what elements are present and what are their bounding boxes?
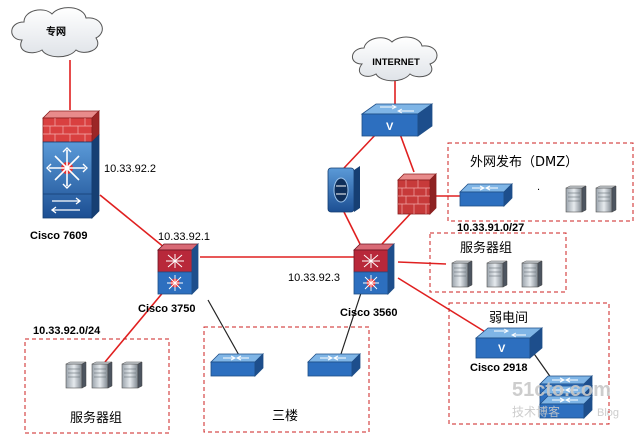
internet-cloud: INTERNET: [352, 36, 438, 82]
switch-3560[interactable]: Cisco 3560: [340, 243, 397, 319]
watermark-sub: 技术博客: [512, 404, 560, 419]
router-symbol-icon: [46, 147, 88, 189]
watermark-site: 51cto.com: [512, 379, 611, 401]
connection-links: [69, 60, 555, 383]
server-left-2: [91, 361, 113, 389]
dmz-servers: [565, 185, 617, 213]
core-router-label: Cisco 7609: [30, 230, 87, 242]
link-fw2-3560: [381, 211, 413, 245]
link-3560-serverright: [397, 261, 447, 265]
server-group-left-label: 服务器组: [70, 410, 122, 426]
s3750-ip-label: 10.33.92.1: [158, 231, 210, 243]
s3560-ip-label: 10.33.92.3: [288, 272, 340, 284]
server-right-2: [486, 260, 508, 288]
link-router-fw1: [343, 131, 379, 169]
internet-edge-switch[interactable]: V: [360, 103, 434, 137]
dmz-switch[interactable]: [459, 183, 513, 207]
server-subnet-label: 10.33.92.0/24: [33, 325, 101, 337]
internet-label: INTERNET: [372, 57, 420, 68]
floor3-switch-2[interactable]: [307, 353, 361, 377]
private-net-cloud: 专网: [11, 7, 103, 58]
svg-text:V: V: [498, 343, 506, 355]
dmz-server-2: [595, 185, 617, 213]
switch-3750[interactable]: Cisco 3750: [138, 243, 199, 315]
zone-server-group-right: [429, 232, 567, 293]
zone-weak-room: [448, 302, 610, 425]
dmz-dot: .: [537, 181, 540, 193]
link-3560-2918: [397, 277, 488, 334]
watermark-blog: Blog: [597, 407, 619, 419]
link-3750-servers: [104, 289, 166, 363]
server-group-right-label: 服务器组: [460, 240, 512, 256]
svg-text:V: V: [386, 121, 394, 133]
zone-server-group-left: [24, 338, 170, 434]
switch-3750-label: Cisco 3750: [138, 303, 195, 315]
floor3-switches: [210, 353, 361, 377]
server-group-right-servers: [451, 260, 543, 288]
server-left-3: [121, 361, 143, 389]
floor3-label: 三楼: [272, 409, 298, 424]
private-net-label: 专网: [46, 25, 66, 38]
core-router-7609[interactable]: Cisco 7609: [30, 110, 100, 242]
firewall-blue[interactable]: [327, 166, 360, 213]
link-fw1-3560: [343, 211, 361, 245]
switch-2918[interactable]: V Cisco 2918: [470, 327, 544, 374]
router-ip-label: 10.33.92.2: [104, 163, 156, 175]
dmz-label: 外网发布（DMZ）: [470, 154, 578, 170]
dmz-subnet-label: 10.33.91.0/27: [457, 222, 524, 234]
server-left-1: [65, 361, 87, 389]
watermark: 51cto.com 技术博客 Blog: [512, 379, 619, 419]
firewall-brick[interactable]: [397, 173, 437, 215]
server-group-left-servers: [65, 361, 143, 389]
switch-2918-label: Cisco 2918: [470, 362, 527, 374]
server-right-1: [451, 260, 473, 288]
zone-floor3: [203, 326, 370, 433]
weak-room-label: 弱电间: [489, 311, 528, 326]
server-right-3: [521, 260, 543, 288]
dmz-server-1: [565, 185, 587, 213]
zone-dmz: [447, 142, 634, 222]
link-router-fw2: [399, 133, 415, 173]
link-3750-floor3-a: [207, 299, 241, 358]
switch-3560-label: Cisco 3560: [340, 307, 397, 319]
link-router-3750: [99, 194, 166, 249]
floor3-switch-1[interactable]: [210, 353, 264, 377]
link-3560-floor3-b: [339, 289, 363, 358]
